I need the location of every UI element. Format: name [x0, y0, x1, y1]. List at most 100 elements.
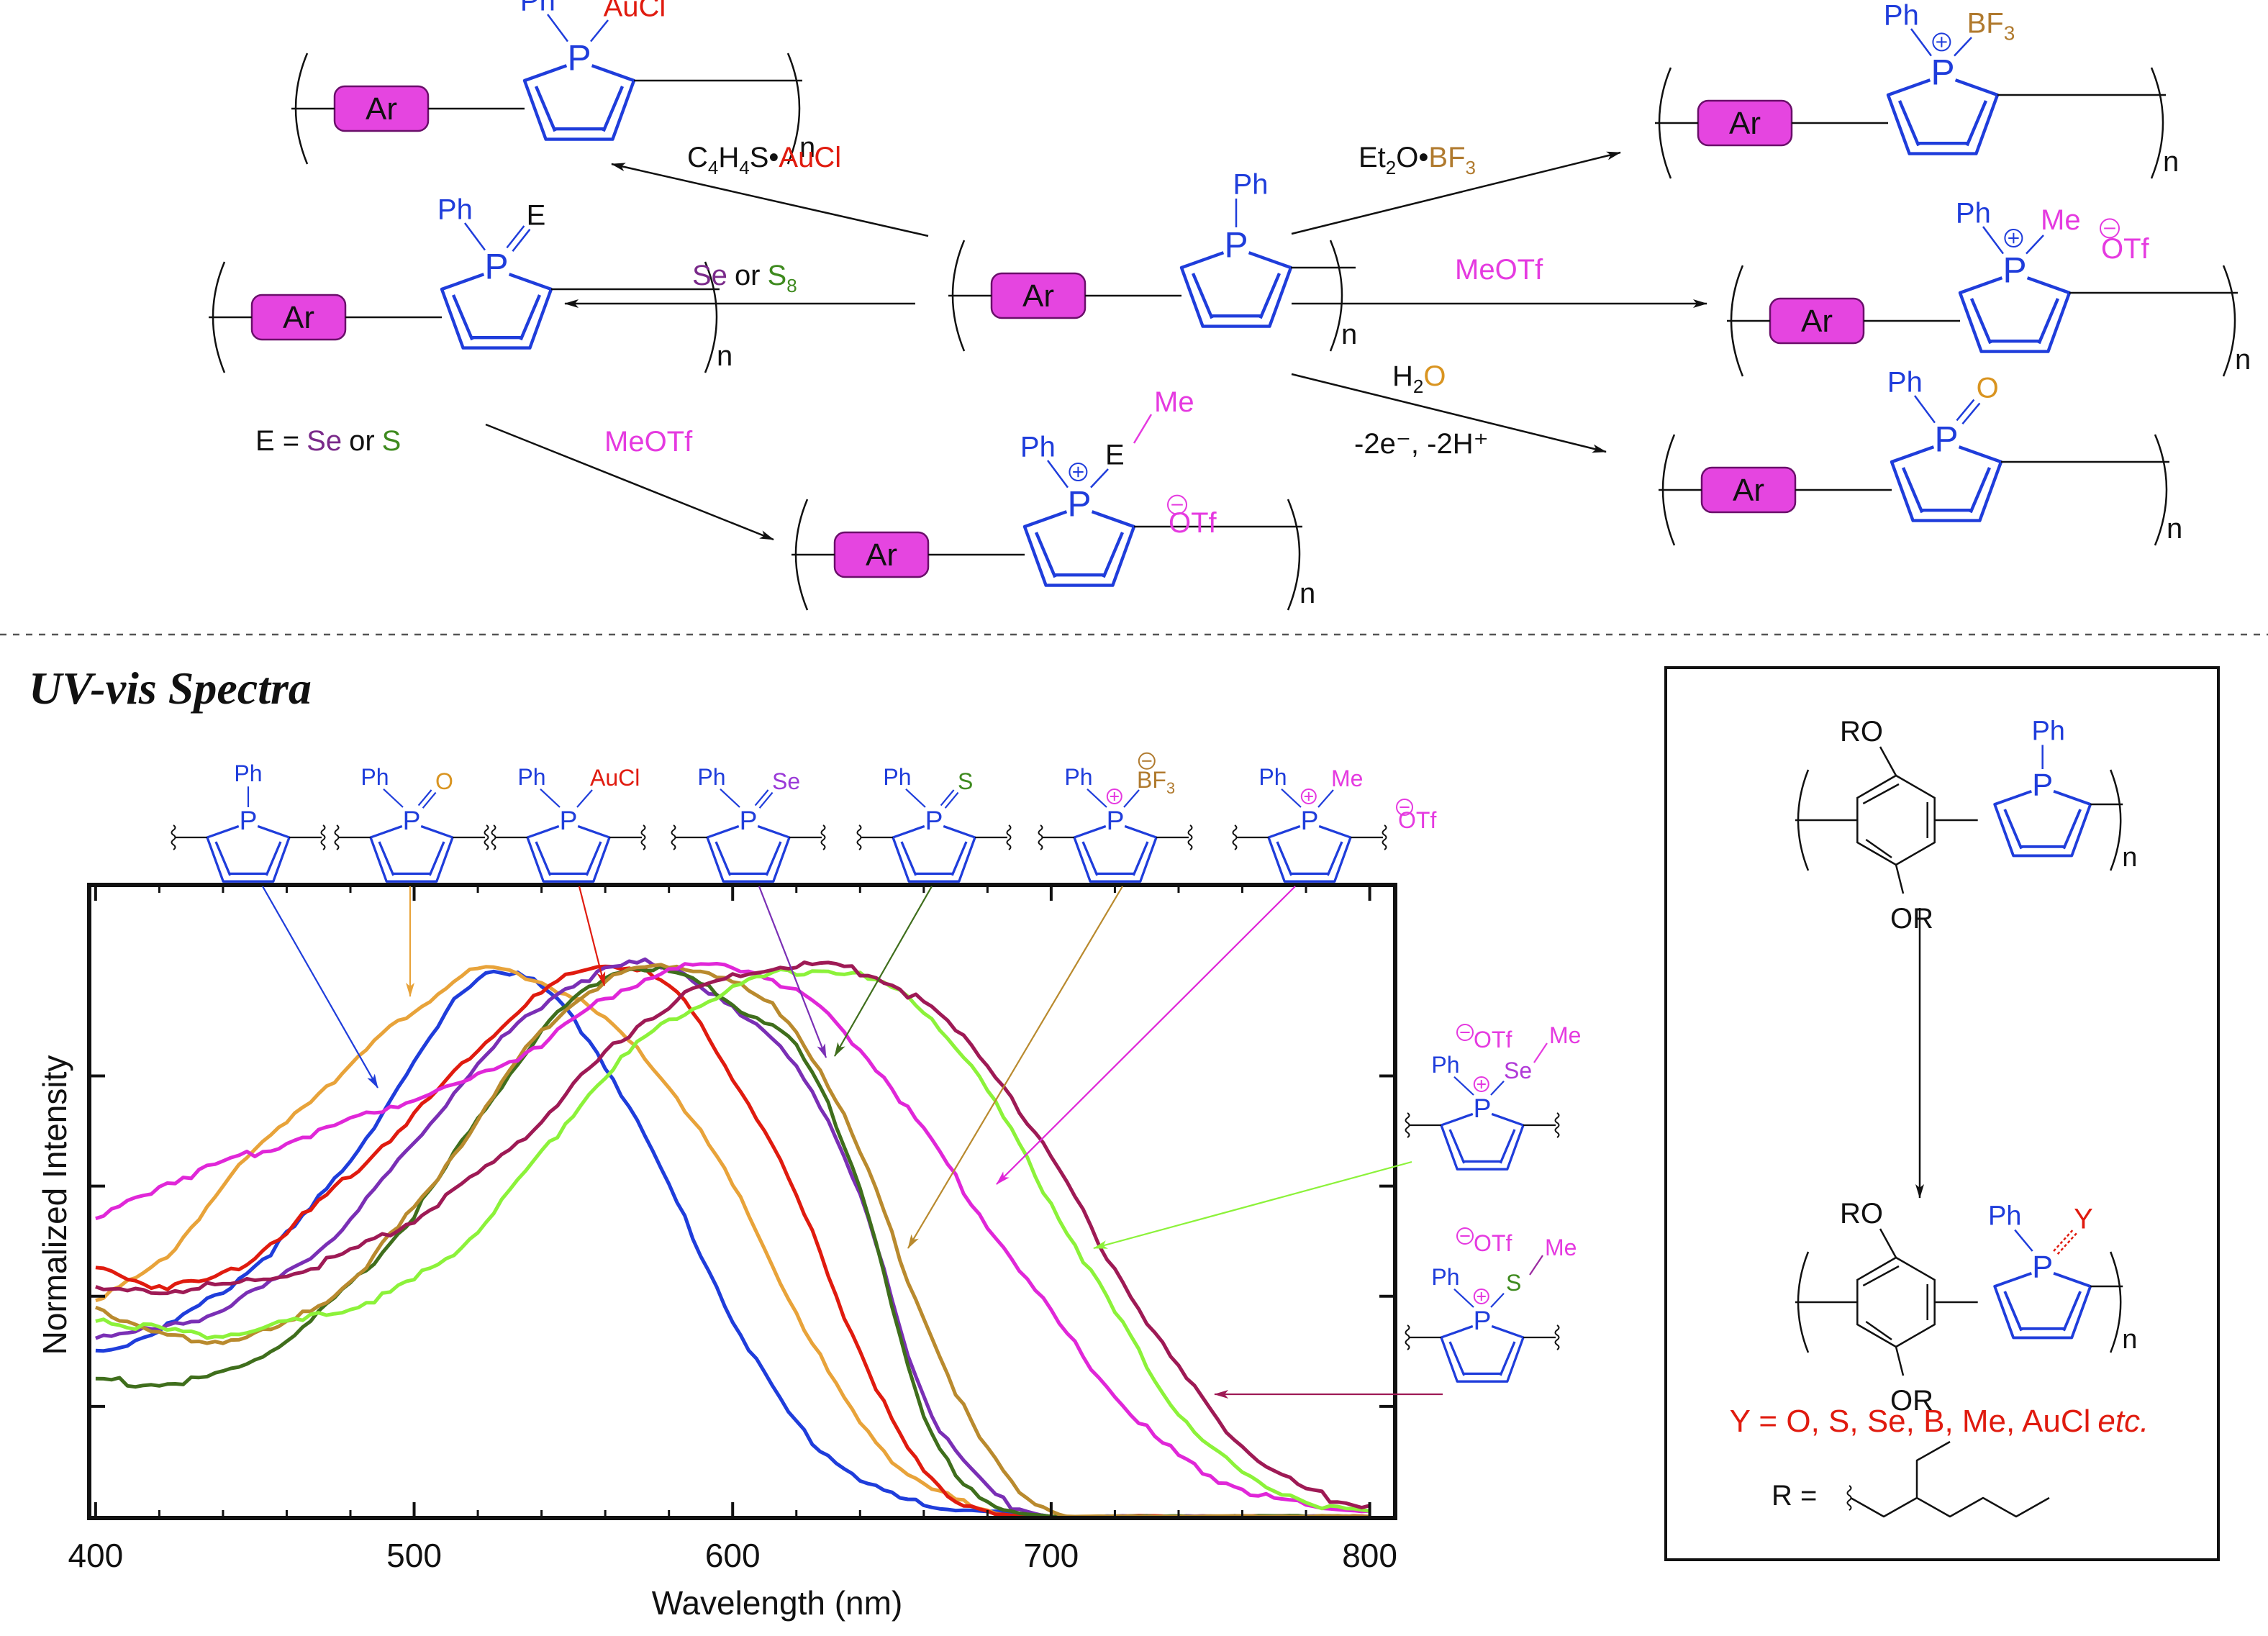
polymer-parent-bracket-left	[951, 240, 966, 352]
polymer-eme-phosphole: P	[1022, 484, 1136, 587]
legend-structure-bf3-wavy-right	[1187, 824, 1193, 850]
pointer-arrow-bf3	[907, 886, 1123, 1249]
polymer-bf3-sub3: 3	[2004, 22, 2015, 45]
polymer-e-ph-label: Ph	[437, 194, 473, 225]
polymer-me-ph-bond	[1982, 226, 2005, 255]
inset-bottom-phosphole: P	[1993, 1250, 2092, 1340]
arrow-to-oxide	[1291, 373, 1607, 453]
inset-top-or-label: OR	[1890, 903, 1933, 935]
inset-box	[1664, 666, 2220, 1561]
legend-structure-se-ring: P	[706, 805, 791, 883]
polymer-e-phosphole-ring	[440, 273, 553, 350]
polymer-bf3-ph-bond	[1910, 28, 1933, 57]
legend-structure-sme-wavy-right	[1554, 1324, 1560, 1350]
inset-top-bracket-left	[1797, 769, 1810, 871]
inset-bottom-phosphole-p-atom: P	[2032, 1250, 2053, 1284]
inset-top-phosphole-ring	[1993, 789, 2092, 858]
legend-structure-bf3-wavy-left	[1038, 824, 1043, 850]
legend-me-label: Me	[1331, 765, 1363, 791]
legend-oxide-ph-bond	[383, 788, 404, 808]
series-line-seme	[95, 968, 1370, 1513]
polymer-aucl-phosphole: P	[522, 38, 636, 141]
legend-me-ph-label: Ph	[1258, 764, 1287, 790]
arrow-to-aucl	[611, 163, 929, 237]
inset-top-ro-label: RO	[1840, 716, 1883, 747]
legend-bf3-plus-plus	[1110, 792, 1119, 801]
legend-structure-s-ring-ring	[892, 824, 976, 883]
inset-bottom-y-label: Y	[2074, 1204, 2093, 1235]
legend-structure-aucl-ring-double-left	[535, 841, 552, 876]
polymer-me-otf-minus-circle	[2100, 218, 2120, 239]
reagent-aucl-c: C	[687, 142, 708, 173]
legend-structure-oxide-wavy-left	[334, 824, 340, 850]
polymer-bf3-ph-label: Ph	[1884, 0, 1919, 31]
reagent-aucl-s: S•	[750, 142, 779, 173]
polymer-bf3-plus-plus	[1936, 37, 1947, 47]
polymer-eme-me-bond	[1133, 414, 1153, 444]
polymer-e-ph-bond	[463, 222, 486, 251]
reagent-h2o-o: O	[1423, 360, 1446, 392]
legend-structure-se-ring-double-left	[715, 841, 732, 876]
legend-aucl-bond	[576, 789, 593, 808]
legend-structure-s-ring: P	[892, 805, 976, 883]
polymer-eme-phosphole-double-left	[1034, 532, 1057, 578]
polymer-parent-phosphole-double-left	[1191, 273, 1214, 319]
reagent-bf3-3: 3	[1466, 157, 1476, 178]
polymer-bf3-phosphole-double-right	[1965, 100, 1988, 147]
polymer-parent-bracket-right	[1329, 240, 1343, 352]
polymer-oxide-ph-bond	[1913, 395, 1936, 424]
polymer-oxide-phosphole-double-left	[1901, 467, 1924, 514]
legend-s-label: S	[958, 768, 973, 794]
legend-se-ph-label: Ph	[697, 764, 725, 790]
reagent-aucl-sub2: 4	[739, 157, 749, 178]
legend-structure-seme-wavy-left	[1405, 1112, 1410, 1138]
polymer-bf3-bf3-label: BF3	[1967, 8, 2015, 45]
inset-top-phosphole-double-left	[2003, 809, 2023, 850]
inset-top-ro-bond	[1879, 746, 1897, 776]
pointer-arrow-ph	[262, 886, 378, 1089]
inset-bottom-benzene-double	[1862, 1265, 1928, 1341]
polymer-parent-phosphole-double-right	[1258, 273, 1282, 319]
polymer-oxide-bracket-left	[1661, 434, 1676, 546]
legend-aucl-ph-label: Ph	[517, 764, 545, 790]
polymer-e-phosphole-double-left	[451, 294, 474, 341]
legend-se-label: Se	[772, 768, 800, 794]
legend-structure-oxide-ring-p-atom: P	[403, 805, 421, 835]
polymer-eme-otf-minus-circle	[1167, 494, 1187, 515]
polymer-eme-plus-circle	[1069, 463, 1088, 481]
polymer-bf3-n: n	[2163, 146, 2179, 178]
legend-structure-sme-ring-double-left	[1448, 1341, 1466, 1376]
polymer-aucl-bracket-left	[294, 53, 309, 165]
polymer-parent-ph-label: Ph	[1233, 169, 1269, 201]
legend-bf3-plus	[1106, 789, 1122, 804]
legend-structure-bf3-ring-double-right	[1132, 841, 1149, 876]
polymer-oxide-bracket-right	[2154, 434, 2168, 546]
polymer-me-plus	[2004, 229, 2023, 247]
polymer-eme-ph-label: Ph	[1020, 431, 1056, 463]
reagent-h2o-h: H	[1392, 360, 1413, 392]
chart-series-group	[95, 957, 1371, 1519]
polymer-e-bracket-left	[212, 261, 226, 373]
legend-structure-ph-ring-double-right	[265, 841, 282, 876]
legend-oxide-o-label: O	[435, 768, 453, 794]
legend-seme-plus	[1473, 1076, 1489, 1092]
legend-bf3-plus-circle	[1106, 789, 1122, 804]
legend-sme-otf-minus	[1456, 1227, 1474, 1245]
reagent-or: or	[735, 260, 761, 291]
legend-seme-bond	[1490, 1081, 1505, 1096]
legend-bf3-label: BF3	[1137, 767, 1175, 797]
legend-me-plus-plus	[1304, 792, 1313, 801]
legend-structure-s-ring-double-left	[900, 841, 917, 876]
pointer-arrow-aucl	[578, 886, 606, 986]
polymer-me-otf-label: OTf	[2101, 233, 2150, 265]
legend-structure-seme-ring-p-atom: P	[1474, 1093, 1492, 1123]
polymer-bf3-b-bond	[1954, 37, 1972, 57]
polymer-oxide-phosphole-double-right	[1969, 467, 1992, 514]
